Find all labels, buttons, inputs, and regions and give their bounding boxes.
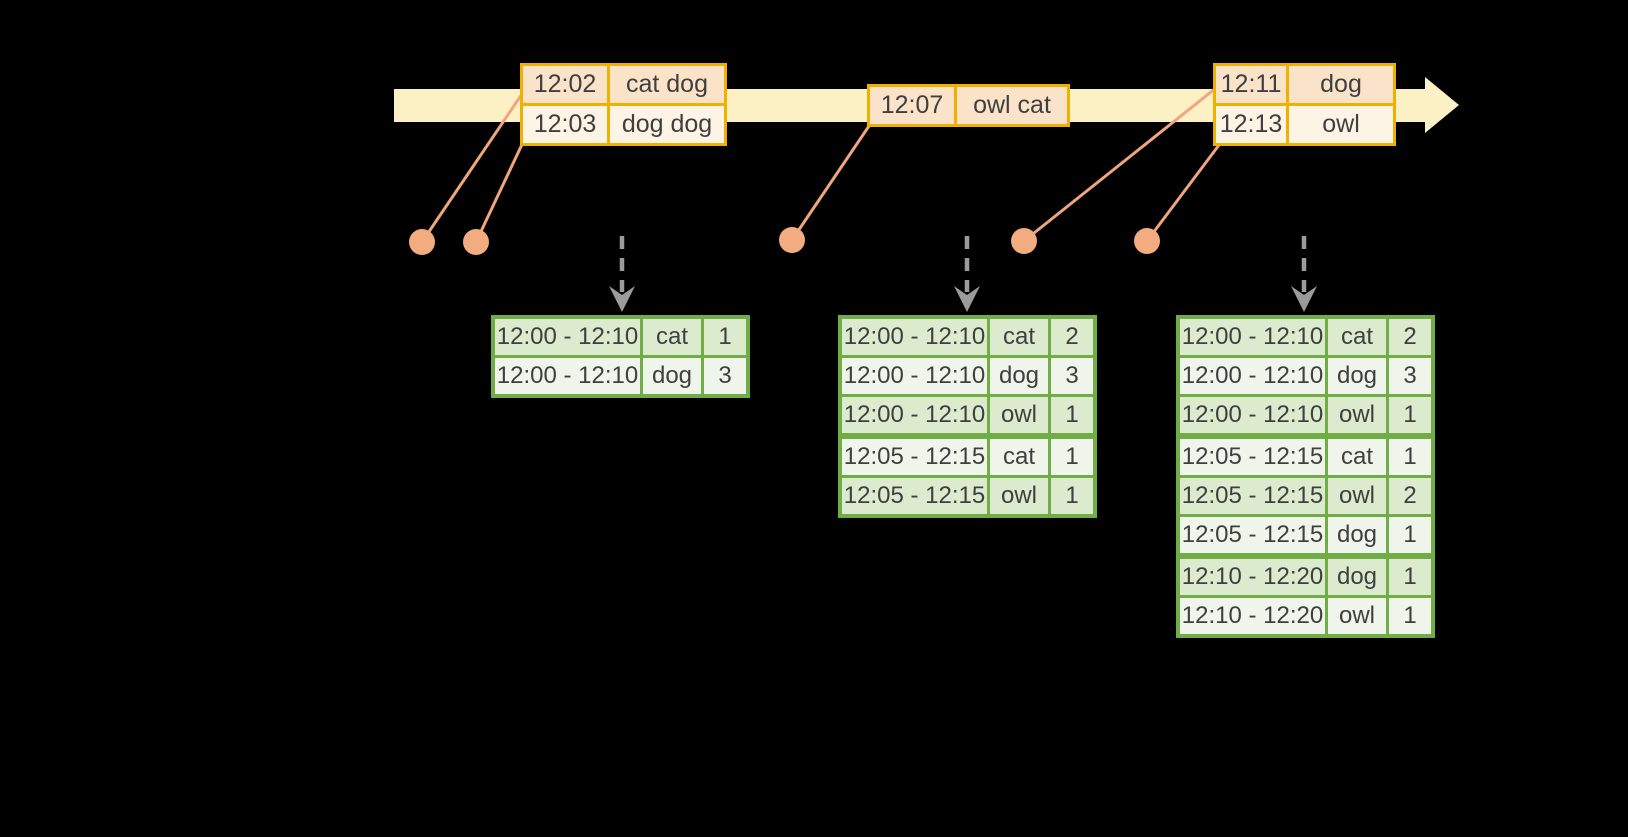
event-time-cell: 12:07 <box>870 87 954 124</box>
word-cell: dog <box>1328 559 1386 595</box>
connector-lines <box>420 86 1224 243</box>
window-cell: 12:10 - 12:20 <box>1180 559 1325 595</box>
result-row: 12:05 - 12:15 owl 2 <box>1180 478 1431 514</box>
connector-line <box>474 135 528 243</box>
word-cell: dog <box>1328 517 1386 553</box>
event-time-cell: 12:03 <box>523 106 607 143</box>
result-row: 12:00 - 12:10 dog 3 <box>842 358 1093 394</box>
connector-line <box>1023 86 1217 243</box>
event-time-cell: 12:02 <box>523 66 607 103</box>
event-words-cell: owl <box>1289 106 1393 143</box>
window-cell: 12:10 - 12:20 <box>1180 598 1325 634</box>
result-table-1: 12:00 - 12:10 cat 1 12:00 - 12:10 dog 3 <box>491 315 750 398</box>
word-cell: owl <box>1328 397 1386 433</box>
word-cell: cat <box>1328 439 1386 475</box>
count-cell: 1 <box>1389 397 1431 433</box>
count-cell: 2 <box>1051 319 1093 355</box>
result-row: 12:00 - 12:10 cat 2 <box>842 319 1093 355</box>
result-row: 12:00 - 12:10 cat 1 <box>495 319 746 355</box>
result-row: 12:00 - 12:10 cat 2 <box>1180 319 1431 355</box>
event-dot <box>409 229 435 255</box>
result-row: 12:05 - 12:15 cat 1 <box>1180 439 1431 475</box>
event-dot <box>463 229 489 255</box>
window-cell: 12:00 - 12:10 <box>495 358 640 394</box>
event-words-cell: dog dog <box>610 106 724 143</box>
window-cell: 12:00 - 12:10 <box>842 319 987 355</box>
connector-line <box>790 125 871 241</box>
result-table-2: 12:00 - 12:10 cat 2 12:00 - 12:10 dog 3 … <box>838 315 1097 518</box>
window-cell: 12:05 - 12:15 <box>842 439 987 475</box>
count-cell: 1 <box>1051 397 1093 433</box>
count-cell: 1 <box>1051 439 1093 475</box>
window-cell: 12:00 - 12:10 <box>1180 397 1325 433</box>
count-cell: 1 <box>1389 517 1431 553</box>
window-cell: 12:05 - 12:15 <box>842 478 987 514</box>
window-cell: 12:00 - 12:10 <box>495 319 640 355</box>
trigger-arrowhead-icon <box>954 286 980 312</box>
count-cell: 1 <box>1389 598 1431 634</box>
window-cell: 12:05 - 12:15 <box>1180 517 1325 553</box>
count-cell: 3 <box>1389 358 1431 394</box>
window-cell: 12:00 - 12:10 <box>1180 319 1325 355</box>
trigger-arrowhead-icon <box>609 286 635 312</box>
window-cell: 12:00 - 12:10 <box>842 358 987 394</box>
window-cell: 12:00 - 12:10 <box>842 397 987 433</box>
result-row: 12:10 - 12:20 dog 1 <box>1180 559 1431 595</box>
event-words-cell: owl cat <box>957 87 1067 124</box>
result-row: 12:05 - 12:15 owl 1 <box>842 478 1093 514</box>
word-cell: cat <box>1328 319 1386 355</box>
result-row: 12:05 - 12:15 dog 1 <box>1180 517 1431 553</box>
result-row: 12:00 - 12:10 owl 1 <box>1180 397 1431 433</box>
event-dot <box>1011 228 1037 254</box>
trigger-arrowhead-icon <box>1291 286 1317 312</box>
word-cell: dog <box>643 358 701 394</box>
word-cell: owl <box>1328 598 1386 634</box>
count-cell: 1 <box>1389 559 1431 595</box>
count-cell: 3 <box>1051 358 1093 394</box>
word-cell: dog <box>1328 358 1386 394</box>
connector-line <box>420 93 524 243</box>
count-cell: 1 <box>704 319 746 355</box>
event-time-cell: 12:11 <box>1216 66 1286 103</box>
window-cell: 12:05 - 12:15 <box>1180 439 1325 475</box>
trigger-arrows <box>619 236 1307 292</box>
result-row: 12:00 - 12:10 dog 3 <box>1180 358 1431 394</box>
event-table-1: 12:02 cat dog 12:03 dog dog <box>520 63 727 146</box>
event-dot <box>779 227 805 253</box>
window-cell: 12:05 - 12:15 <box>1180 478 1325 514</box>
count-cell: 3 <box>704 358 746 394</box>
result-row: 12:00 - 12:10 dog 3 <box>495 358 746 394</box>
event-table-3: 12:11 dog 12:13 owl <box>1213 63 1396 146</box>
window-cell: 12:00 - 12:10 <box>1180 358 1325 394</box>
word-cell: cat <box>990 439 1048 475</box>
word-cell: cat <box>643 319 701 355</box>
word-cell: cat <box>990 319 1048 355</box>
word-cell: owl <box>990 397 1048 433</box>
event-time-cell: 12:13 <box>1216 106 1286 143</box>
word-cell: dog <box>990 358 1048 394</box>
connector-line <box>1145 140 1224 242</box>
count-cell: 2 <box>1389 319 1431 355</box>
trigger-arrowheads <box>609 286 1317 312</box>
event-dots <box>409 227 1160 255</box>
timeline-arrowhead-icon <box>1425 77 1459 133</box>
result-row: 12:05 - 12:15 cat 1 <box>842 439 1093 475</box>
word-cell: owl <box>1328 478 1386 514</box>
count-cell: 2 <box>1389 478 1431 514</box>
event-words-cell: cat dog <box>610 66 724 103</box>
event-words-cell: dog <box>1289 66 1393 103</box>
count-cell: 1 <box>1051 478 1093 514</box>
event-table-2: 12:07 owl cat <box>867 84 1070 127</box>
result-row: 12:00 - 12:10 owl 1 <box>842 397 1093 433</box>
event-dot <box>1134 228 1160 254</box>
result-row: 12:10 - 12:20 owl 1 <box>1180 598 1431 634</box>
result-table-3: 12:00 - 12:10 cat 2 12:00 - 12:10 dog 3 … <box>1176 315 1435 638</box>
count-cell: 1 <box>1389 439 1431 475</box>
word-cell: owl <box>990 478 1048 514</box>
